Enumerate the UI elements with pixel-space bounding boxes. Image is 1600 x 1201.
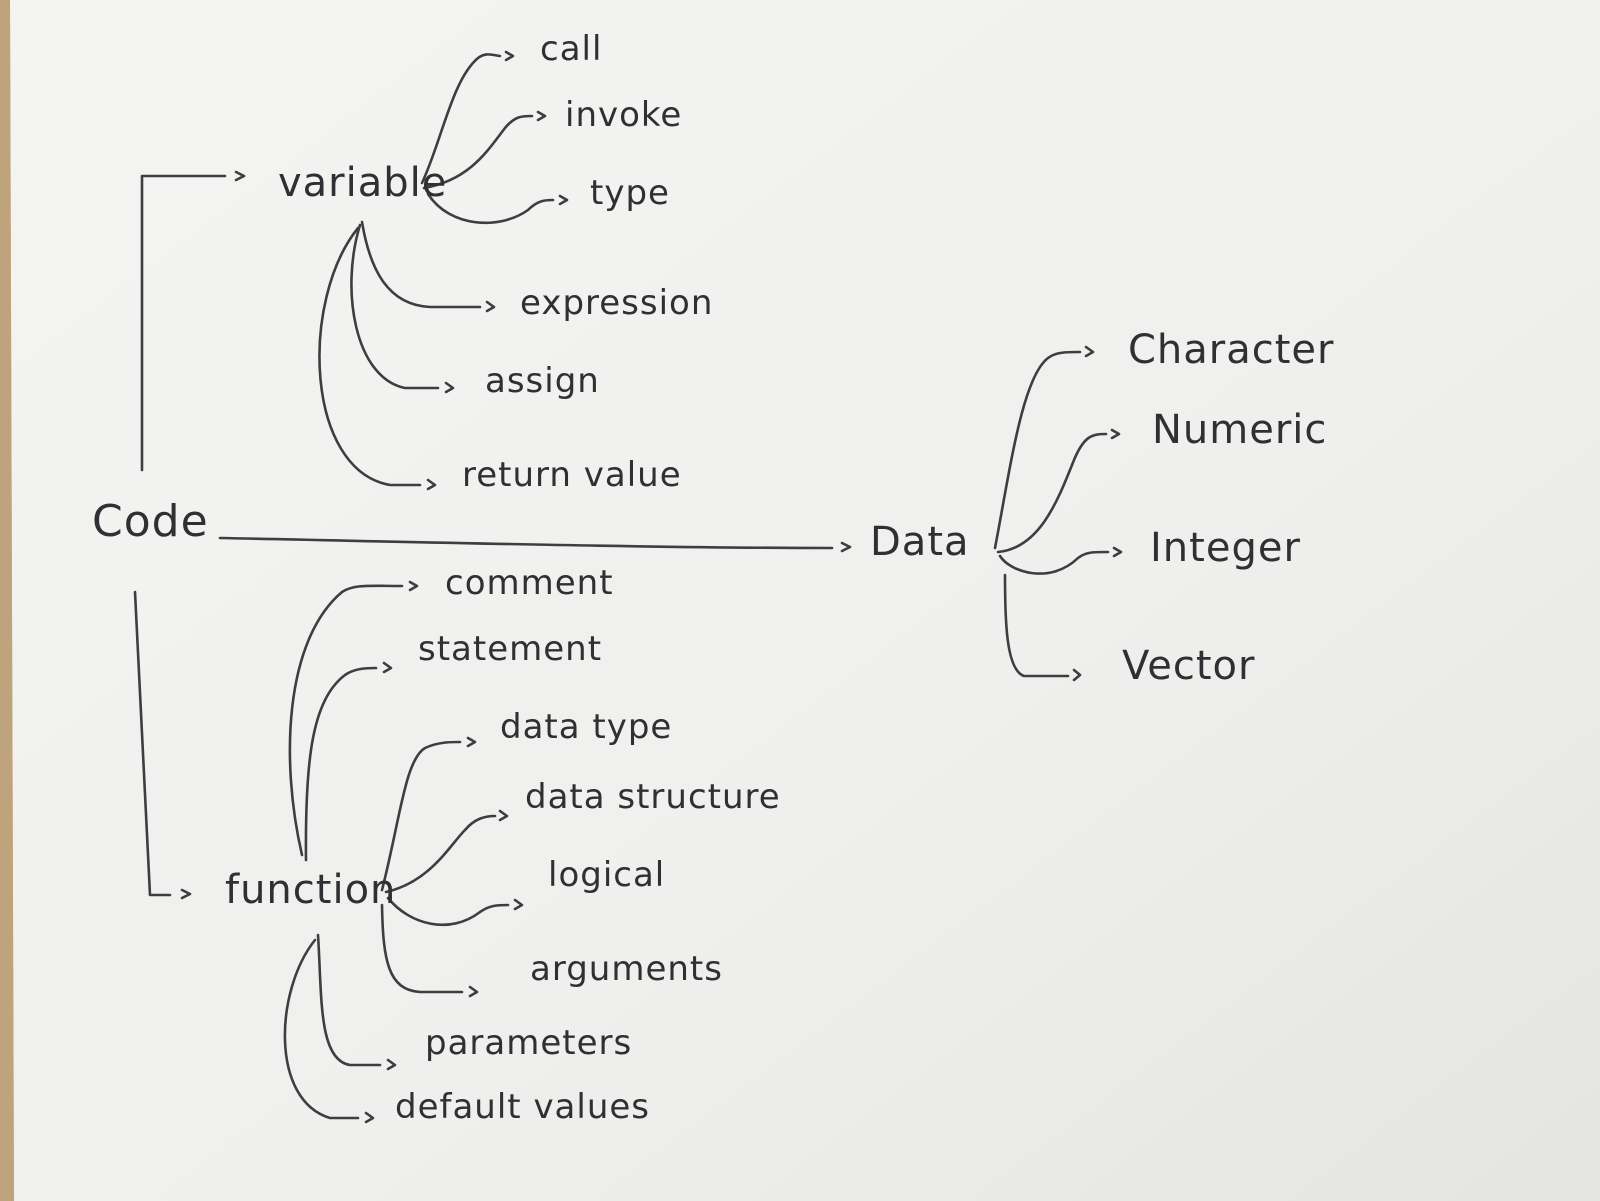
arrow-character xyxy=(1084,345,1095,358)
node-data-type: data type xyxy=(500,707,673,747)
arrow-defaultvalues xyxy=(364,1111,375,1124)
arrow-assign xyxy=(444,381,455,394)
backdrop-edge xyxy=(0,0,14,1201)
arrow-arguments xyxy=(468,985,479,998)
edge-function-comment xyxy=(288,584,404,857)
edge-function-parameters xyxy=(316,933,382,1067)
node-character: Character xyxy=(1128,327,1335,373)
arrow-invoke xyxy=(536,110,547,122)
node-comment: comment xyxy=(445,563,614,603)
arrow-datastructure xyxy=(498,809,509,822)
node-variable: variable xyxy=(278,160,448,206)
arrow-type xyxy=(558,194,569,206)
arrow-datatype xyxy=(466,736,477,748)
node-function: function xyxy=(225,867,397,913)
edge-function-datastructure xyxy=(384,814,497,894)
edge-variable-invoke xyxy=(422,114,534,190)
node-parameters: parameters xyxy=(425,1023,633,1063)
node-numeric: Numeric xyxy=(1152,407,1328,453)
node-call: call xyxy=(540,29,603,69)
arrow-return xyxy=(426,478,437,491)
edge-code-variable xyxy=(140,174,227,472)
node-data: Data xyxy=(870,519,970,565)
edge-variable-assign xyxy=(350,223,440,390)
node-code: Code xyxy=(92,496,209,547)
node-invoke: invoke xyxy=(565,95,683,135)
arrow-logical xyxy=(513,898,524,911)
edge-function-defaultvalues xyxy=(283,938,360,1120)
node-expression: expression xyxy=(520,283,714,323)
node-arguments: arguments xyxy=(530,949,723,989)
edge-function-statement xyxy=(304,666,378,862)
node-integer: Integer xyxy=(1150,525,1301,571)
arrow-vector xyxy=(1072,668,1082,682)
edge-data-vector xyxy=(1003,573,1070,678)
node-vector: Vector xyxy=(1122,643,1256,689)
arrow-call xyxy=(504,50,515,62)
edge-data-numeric xyxy=(996,432,1108,554)
arrow-function xyxy=(180,888,192,900)
arrow-numeric xyxy=(1110,428,1121,440)
node-assign: assign xyxy=(485,361,600,401)
edge-data-integer xyxy=(998,550,1110,575)
edge-variable-call xyxy=(420,53,502,185)
arrow-statement xyxy=(382,661,393,674)
edge-data-character xyxy=(993,350,1082,550)
paper-surface xyxy=(10,0,1600,1201)
node-logical: logical xyxy=(548,855,666,895)
node-return-value: return value xyxy=(462,455,682,495)
arrow-variable xyxy=(234,170,246,182)
arrow-parameters xyxy=(386,1058,397,1071)
edge-function-datatype xyxy=(380,740,462,892)
edge-variable-type xyxy=(426,192,555,225)
edge-variable-expression xyxy=(360,220,482,309)
edge-code-function xyxy=(133,590,172,897)
edge-variable-return xyxy=(318,226,422,487)
edge-function-arguments xyxy=(380,903,464,994)
arrow-expression xyxy=(485,300,496,313)
edge-code-data xyxy=(218,536,834,550)
node-type: type xyxy=(590,173,670,213)
arrow-comment xyxy=(408,580,419,592)
edge-function-logical xyxy=(386,896,510,927)
arrow-integer xyxy=(1112,546,1123,558)
node-statement: statement xyxy=(418,629,603,669)
node-default-values: default values xyxy=(395,1087,651,1127)
node-data-structure: data structure xyxy=(525,777,781,817)
arrow-data xyxy=(840,541,852,553)
